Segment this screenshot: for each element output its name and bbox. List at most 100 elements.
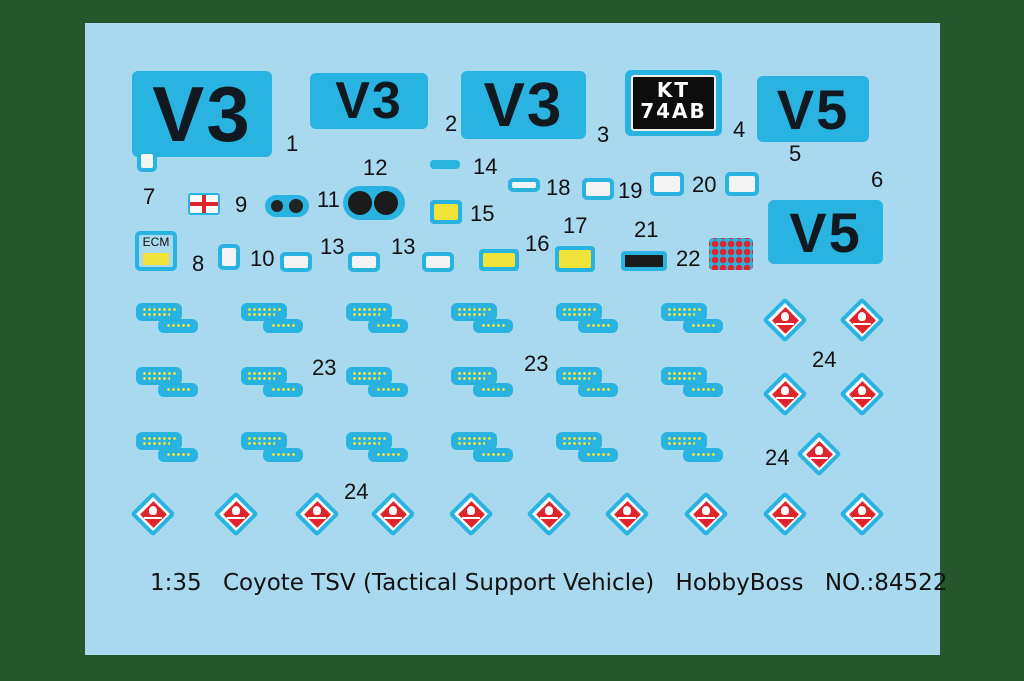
decal-20b bbox=[725, 172, 759, 196]
decal-10 bbox=[218, 244, 240, 270]
stencil-decal bbox=[661, 432, 723, 464]
caption-brand: HobbyBoss bbox=[675, 570, 804, 596]
v5-decal-2-text: V5 bbox=[789, 200, 862, 264]
decal-number: 22 bbox=[676, 246, 701, 271]
decal-number: 19 bbox=[618, 178, 643, 203]
v3-decal-3-text: V3 bbox=[483, 70, 564, 140]
stencil-decal bbox=[661, 303, 723, 335]
decal-number: 4 bbox=[733, 117, 746, 142]
v5-decal-2: V5 bbox=[768, 200, 883, 264]
stencil-decal bbox=[346, 367, 408, 399]
decal-number: 6 bbox=[871, 167, 884, 192]
decal-number: 14 bbox=[473, 154, 498, 179]
caption-number: NO.:84522 bbox=[824, 570, 948, 596]
decal-number: 24 bbox=[812, 347, 837, 372]
decal-number: 18 bbox=[546, 175, 571, 200]
decal-number: 7 bbox=[143, 184, 156, 209]
decal-number: 13 bbox=[391, 234, 416, 259]
v3-decal-1: V3 bbox=[132, 69, 272, 158]
flammable-hazard-icon bbox=[762, 371, 808, 417]
stencil-decal bbox=[346, 303, 408, 335]
flammable-hazard-icon bbox=[796, 431, 842, 477]
decal-16 bbox=[479, 249, 519, 271]
decal-number: 10 bbox=[250, 246, 275, 271]
stencil-decal bbox=[451, 367, 513, 399]
stencil-decal bbox=[451, 303, 513, 335]
decal-number: 24 bbox=[765, 445, 790, 470]
decal-number: 20 bbox=[692, 172, 717, 197]
decal-22 bbox=[709, 238, 753, 270]
flammable-hazard-icon bbox=[294, 491, 340, 537]
flammable-hazard-icon bbox=[130, 491, 176, 537]
v3-decal-3: V3 bbox=[461, 70, 586, 140]
decal-18 bbox=[508, 178, 540, 192]
flammable-hazard-icon bbox=[762, 297, 808, 343]
v3-decal-2: V3 bbox=[310, 72, 428, 130]
decal-number: 2 bbox=[445, 111, 458, 136]
ecm-decal: ECM bbox=[135, 231, 177, 271]
flammable-hazard-icon bbox=[839, 491, 885, 537]
stencil-decal bbox=[661, 367, 723, 399]
flammable-hazard-icon bbox=[448, 491, 494, 537]
decal-number: 23 bbox=[524, 351, 549, 376]
flammable-hazard-icon bbox=[683, 491, 729, 537]
stencil-decal bbox=[136, 303, 198, 335]
stencil-decal bbox=[241, 303, 303, 335]
decal-number: 13 bbox=[320, 234, 345, 259]
v3-decal-1-text: V3 bbox=[152, 69, 252, 158]
decal-13a bbox=[280, 252, 312, 272]
flammable-hazard-icon bbox=[526, 491, 572, 537]
stencil-decal bbox=[556, 367, 618, 399]
decal-21 bbox=[621, 251, 667, 271]
ecm-text: ECM bbox=[142, 235, 170, 249]
stencil-decal bbox=[451, 432, 513, 464]
decal-number: 3 bbox=[597, 122, 610, 147]
flammable-hazard-icon bbox=[370, 491, 416, 537]
flag-decal bbox=[188, 193, 220, 215]
v5-decal-1: V5 bbox=[757, 76, 869, 142]
flammable-hazard-icon bbox=[762, 491, 808, 537]
decal-number: 24 bbox=[344, 479, 369, 504]
decal-number: 11 bbox=[317, 187, 340, 212]
decal-17 bbox=[555, 246, 595, 272]
decal-number: 8 bbox=[192, 251, 205, 276]
v5-decal-1-text: V5 bbox=[776, 77, 850, 141]
stencil-decal bbox=[241, 432, 303, 464]
gauge-cluster-decal bbox=[343, 186, 405, 220]
decal-13c bbox=[422, 252, 454, 272]
decal-19 bbox=[582, 178, 614, 200]
gauge-decal-small bbox=[265, 195, 309, 217]
decal-number: 15 bbox=[470, 201, 495, 226]
warning-decal-15 bbox=[430, 200, 462, 224]
caption-scale: 1:35 bbox=[150, 570, 202, 596]
decal-number: 21 bbox=[634, 217, 659, 242]
flammable-hazard-icon bbox=[604, 491, 650, 537]
sheet-caption: 1:35 Coyote TSV (Tactical Support Vehicl… bbox=[150, 570, 961, 596]
stencil-decal bbox=[136, 367, 198, 399]
plate-line-2: 74AB bbox=[640, 99, 707, 123]
stencil-decal bbox=[136, 432, 198, 464]
v3-decal-2-text: V3 bbox=[335, 72, 403, 130]
decal-number: 1 bbox=[286, 131, 299, 156]
flammable-hazard-icon bbox=[839, 297, 885, 343]
caption-title: Coyote TSV (Tactical Support Vehicle) bbox=[222, 570, 655, 596]
decal-number: 16 bbox=[525, 231, 550, 256]
stencil-decal bbox=[556, 303, 618, 335]
decal-number: 12 bbox=[363, 155, 388, 180]
barcode-decal bbox=[137, 150, 157, 172]
strip-decal-14 bbox=[430, 160, 460, 169]
decal-20a bbox=[650, 172, 684, 196]
plate-line-1: KT bbox=[656, 78, 691, 102]
decal-number: 23 bbox=[312, 355, 337, 380]
decal-number: 5 bbox=[789, 141, 802, 166]
stencil-decal bbox=[556, 432, 618, 464]
decal-number: 17 bbox=[563, 213, 588, 238]
stencil-decal bbox=[241, 367, 303, 399]
flammable-hazard-icon bbox=[839, 371, 885, 417]
decal-13b bbox=[348, 252, 380, 272]
flammable-hazard-icon bbox=[213, 491, 259, 537]
stencil-decal bbox=[346, 432, 408, 464]
decal-number: 9 bbox=[235, 192, 248, 217]
